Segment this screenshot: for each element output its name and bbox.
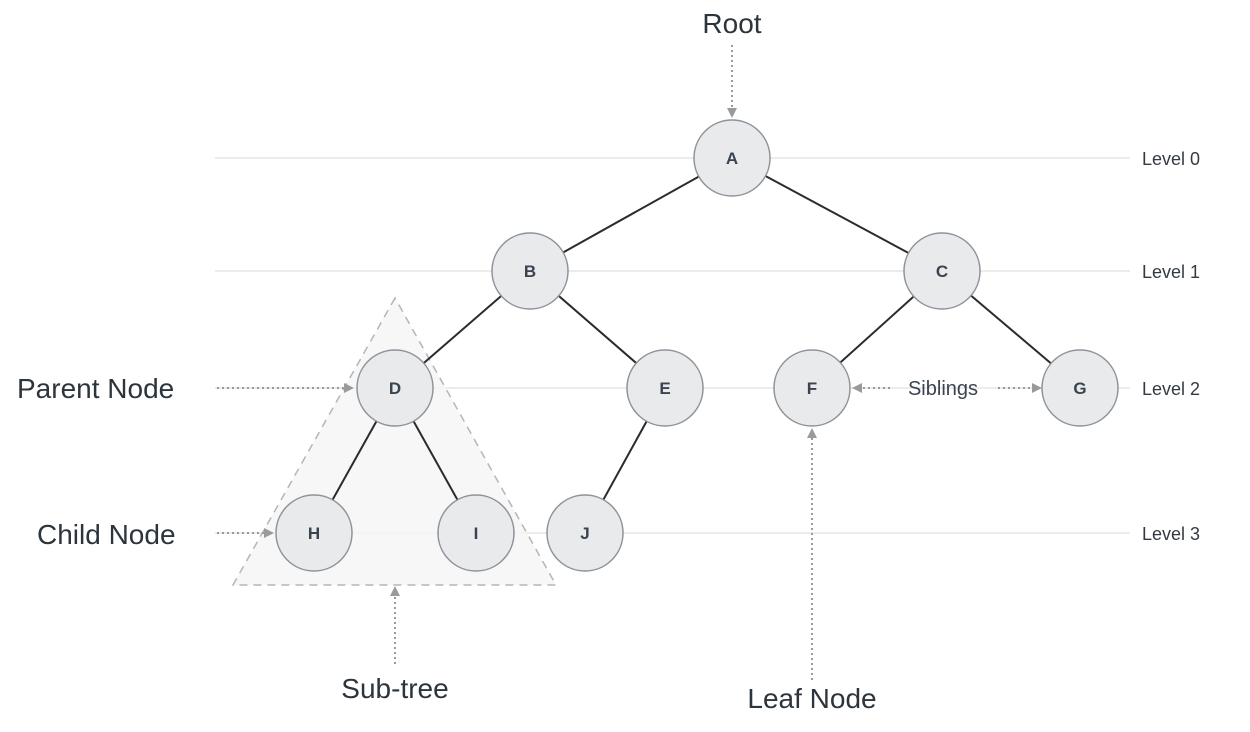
node-j-label: J (580, 524, 589, 543)
siblings-label: Siblings (908, 378, 978, 400)
node-b-label: B (524, 262, 536, 281)
node-c: C (903, 232, 981, 310)
node-h-label: H (308, 524, 320, 543)
node-b: B (491, 232, 569, 310)
node-c-label: C (936, 262, 948, 281)
node-d-label: D (389, 379, 401, 398)
node-i-label: I (474, 524, 479, 543)
node-h: H (275, 494, 353, 572)
subtree-label: Sub-tree (341, 673, 448, 704)
node-i: I (437, 494, 515, 572)
level-label-3: Level 3 (1142, 524, 1200, 544)
child-node-label: Child Node (37, 519, 176, 550)
level-labels: Level 0 Level 1 Level 2 Level 3 (1142, 149, 1200, 544)
node-a-label: A (726, 149, 738, 168)
edge-a-c (731, 157, 943, 272)
node-e-label: E (659, 379, 670, 398)
level-label-2: Level 2 (1142, 379, 1200, 399)
node-j: J (546, 494, 624, 572)
node-f-label: F (807, 379, 817, 398)
root-label: Root (702, 8, 761, 39)
leaf-node-label: Leaf Node (747, 683, 876, 714)
level-label-1: Level 1 (1142, 262, 1200, 282)
level-label-0: Level 0 (1142, 149, 1200, 169)
node-a: A (693, 119, 771, 197)
parent-node-label: Parent Node (17, 373, 174, 404)
node-g-label: G (1073, 379, 1086, 398)
node-g: G (1041, 349, 1119, 427)
nodes: A B C D E F G H (275, 119, 1119, 572)
node-e: E (626, 349, 704, 427)
node-d: D (356, 349, 434, 427)
node-f: F (773, 349, 851, 427)
